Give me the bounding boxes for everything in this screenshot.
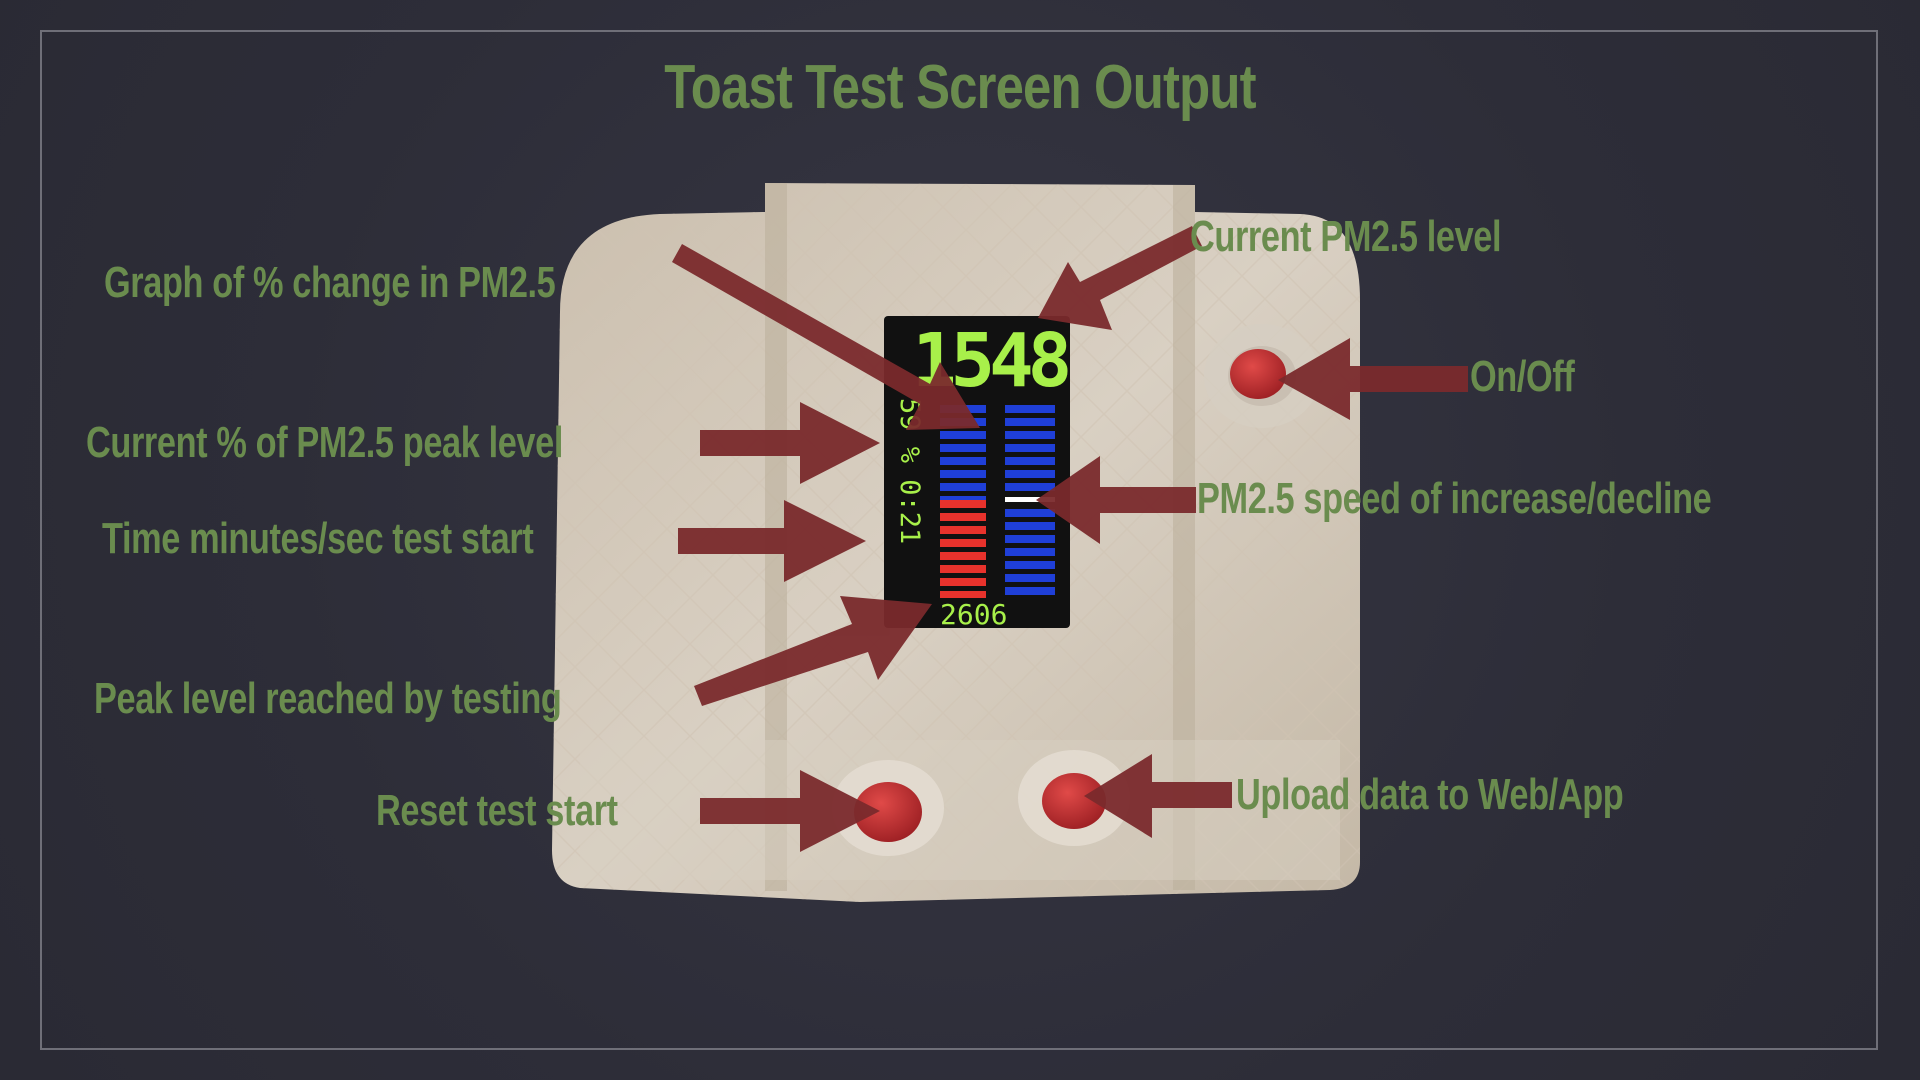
arrow-percent-peak [700, 402, 880, 484]
label-time: Time minutes/sec test start [102, 514, 534, 563]
label-graph-change: Graph of % change in PM2.5 [104, 258, 556, 307]
slide-frame [40, 30, 1878, 1050]
arrow-graph-change [672, 244, 980, 430]
label-percent-peak: Current % of PM2.5 peak level [86, 418, 563, 467]
arrow-time [678, 500, 866, 582]
arrow-current-level [1038, 226, 1202, 330]
label-reset: Reset test start [376, 786, 618, 835]
label-speed: PM2.5 speed of increase/decline [1197, 474, 1712, 523]
slide-title: Toast Test Screen Output [664, 53, 1256, 122]
arrow-on-off [1278, 338, 1468, 420]
arrow-peak-level [694, 596, 932, 706]
label-on-off: On/Off [1470, 352, 1575, 401]
on-off-button [1204, 324, 1320, 428]
arrow-upload [1084, 754, 1232, 838]
arrow-reset [700, 770, 880, 852]
label-peak-level: Peak level reached by testing [94, 674, 562, 723]
label-current-level: Current PM2.5 level [1190, 212, 1502, 261]
speed-graph [1005, 405, 1055, 595]
upload-button [1018, 750, 1130, 846]
label-upload: Upload data to Web/App [1236, 770, 1624, 819]
reset-button [832, 760, 944, 856]
peak-value: 2606 [940, 598, 1008, 631]
arrow-speed [1036, 456, 1196, 544]
